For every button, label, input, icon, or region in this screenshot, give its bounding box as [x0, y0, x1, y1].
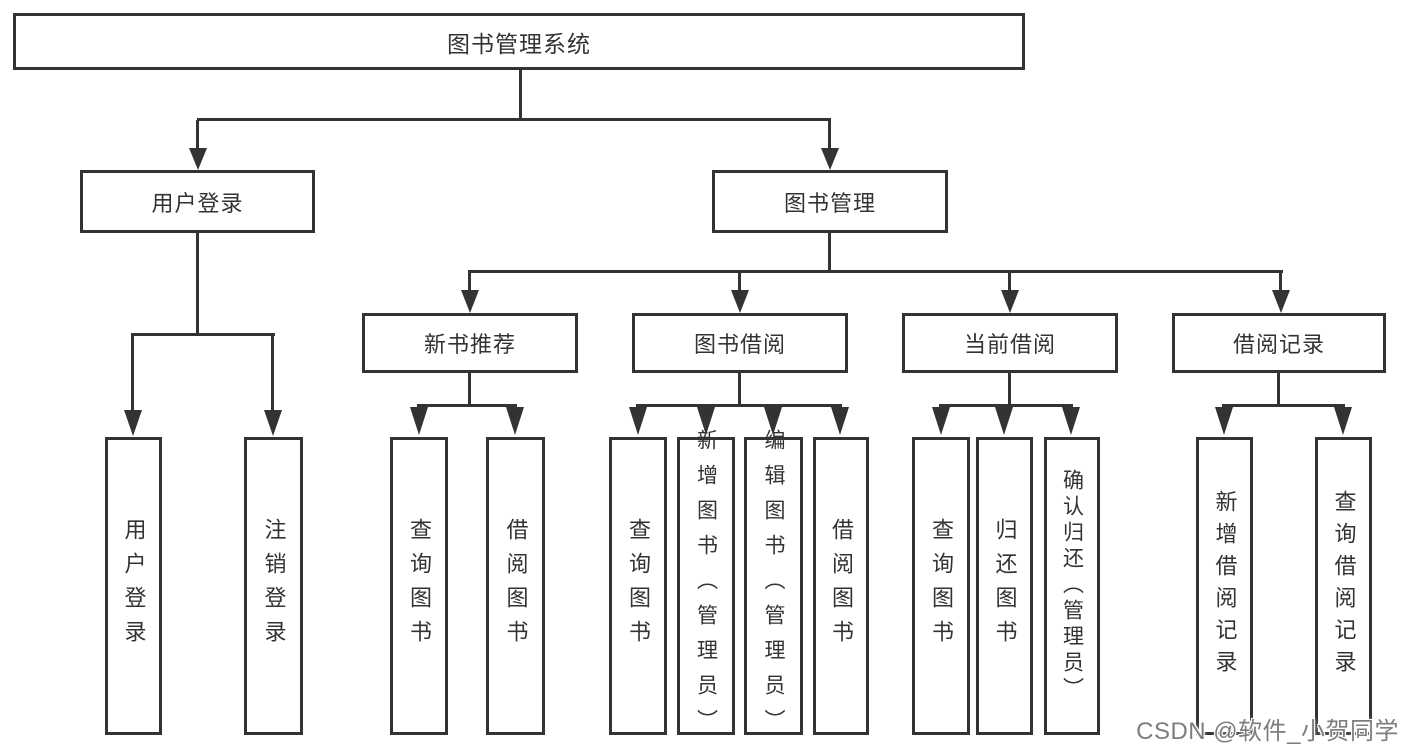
node-root-label: 图书管理系统: [447, 30, 591, 57]
leaf-borrow-books-2-label: 借阅图书: [829, 518, 854, 654]
connector-user-login-stem: [196, 233, 199, 335]
connector-stem: [468, 373, 471, 406]
leaf-query-books-1: 查询图书: [390, 437, 448, 735]
arrowhead-down-icon: [1334, 407, 1352, 435]
arrowhead-down-icon: [697, 407, 715, 435]
leaf-add-books-admin-label: 新增图书（管理员）: [694, 428, 718, 744]
arrowhead-down-icon: [461, 290, 479, 313]
arrowhead-down-icon: [1272, 290, 1290, 313]
connector-root-rail: [197, 118, 831, 121]
leaf-edit-books-admin-label: 编辑图书（管理员）: [762, 428, 785, 744]
leaf-query-books-3: 查询图书: [912, 437, 970, 735]
leaf-borrow-books-1: 借阅图书: [486, 437, 545, 735]
leaf-borrow-books-1-label: 借阅图书: [503, 518, 529, 654]
leaf-confirm-return-admin: 确认归还（管理员）: [1044, 437, 1100, 735]
arrowhead-down-icon: [264, 410, 282, 436]
arrowhead-down-icon: [821, 148, 839, 170]
connector-drop: [828, 120, 831, 150]
connector-user-login-rail: [131, 333, 275, 336]
leaf-query-books-2: 查询图书: [609, 437, 667, 735]
leaf-query-borrow-record-label: 查询借阅记录: [1331, 490, 1357, 682]
node-user-login: 用户登录: [80, 170, 315, 233]
leaf-return-books: 归还图书: [976, 437, 1033, 735]
arrowhead-down-icon: [189, 148, 207, 170]
connector-stem: [1277, 373, 1280, 406]
leaf-edit-books-admin: 编辑图书（管理员）: [744, 429, 803, 744]
connector-rail: [417, 404, 517, 407]
node-current-borrow-label: 当前借阅: [963, 332, 1056, 357]
node-new-book-recommend: 新书推荐: [362, 313, 578, 373]
leaf-add-books-admin: 新增图书（管理员）: [677, 429, 735, 744]
leaf-query-borrow-record: 查询借阅记录: [1315, 437, 1372, 735]
arrowhead-down-icon: [1062, 407, 1080, 435]
leaf-add-borrow-record: 新增借阅记录: [1196, 437, 1253, 735]
node-book-management-label: 图书管理: [783, 190, 876, 216]
csdn-watermark: CSDN @软件_小贺同学: [1136, 718, 1399, 745]
leaf-query-books-3-label: 查询图书: [929, 518, 954, 654]
arrowhead-down-icon: [932, 407, 950, 435]
leaf-borrow-books-2: 借阅图书: [813, 437, 869, 735]
leaf-user-login-label: 用户登录: [121, 518, 147, 654]
leaf-logout: 注销登录: [244, 437, 303, 735]
node-new-book-recommend-label: 新书推荐: [423, 332, 516, 357]
arrowhead-down-icon: [124, 410, 142, 436]
node-current-borrow: 当前借阅: [902, 313, 1118, 373]
connector-drop: [1279, 273, 1282, 292]
arrowhead-down-icon: [995, 407, 1013, 435]
connector-drop: [738, 273, 741, 292]
connector-book-mgmt-stem: [828, 233, 831, 272]
leaf-query-books-1-label: 查询图书: [407, 518, 432, 654]
node-borrow-records: 借阅记录: [1172, 313, 1386, 373]
connector-drop: [196, 120, 199, 150]
connector-rail: [939, 404, 1073, 407]
connector-stem: [1008, 373, 1011, 406]
connector-drop: [468, 273, 471, 292]
arrowhead-down-icon: [506, 407, 524, 435]
node-root: 图书管理系统: [13, 13, 1025, 70]
arrowhead-down-icon: [410, 407, 428, 435]
connector-rail: [1222, 404, 1345, 407]
connector-book-mgmt-rail: [468, 270, 1283, 273]
leaf-return-books-label: 归还图书: [992, 518, 1018, 654]
node-borrow-records-label: 借阅记录: [1232, 332, 1325, 357]
arrowhead-down-icon: [731, 290, 749, 313]
connector-drop: [271, 336, 274, 412]
connector-rail: [636, 404, 842, 407]
arrowhead-down-icon: [831, 407, 849, 435]
arrowhead-down-icon: [1001, 290, 1019, 313]
leaf-query-books-2-label: 查询图书: [626, 518, 651, 654]
node-book-management: 图书管理: [712, 170, 948, 233]
connector-drop: [1008, 273, 1011, 292]
leaf-user-login: 用户登录: [105, 437, 162, 735]
leaf-confirm-return-admin-label: 确认归还（管理员）: [1060, 469, 1084, 703]
connector-stem: [738, 373, 741, 406]
connector-drop: [131, 336, 134, 412]
node-book-borrow: 图书借阅: [632, 313, 848, 373]
node-user-login-label: 用户登录: [151, 190, 244, 216]
arrowhead-down-icon: [1215, 407, 1233, 435]
leaf-add-borrow-record-label: 新增借阅记录: [1212, 490, 1238, 682]
connector-root-stem: [519, 70, 522, 118]
node-book-borrow-label: 图书借阅: [693, 332, 786, 357]
arrowhead-down-icon: [629, 407, 647, 435]
arrowhead-down-icon: [764, 407, 782, 435]
leaf-logout-label: 注销登录: [261, 518, 287, 654]
